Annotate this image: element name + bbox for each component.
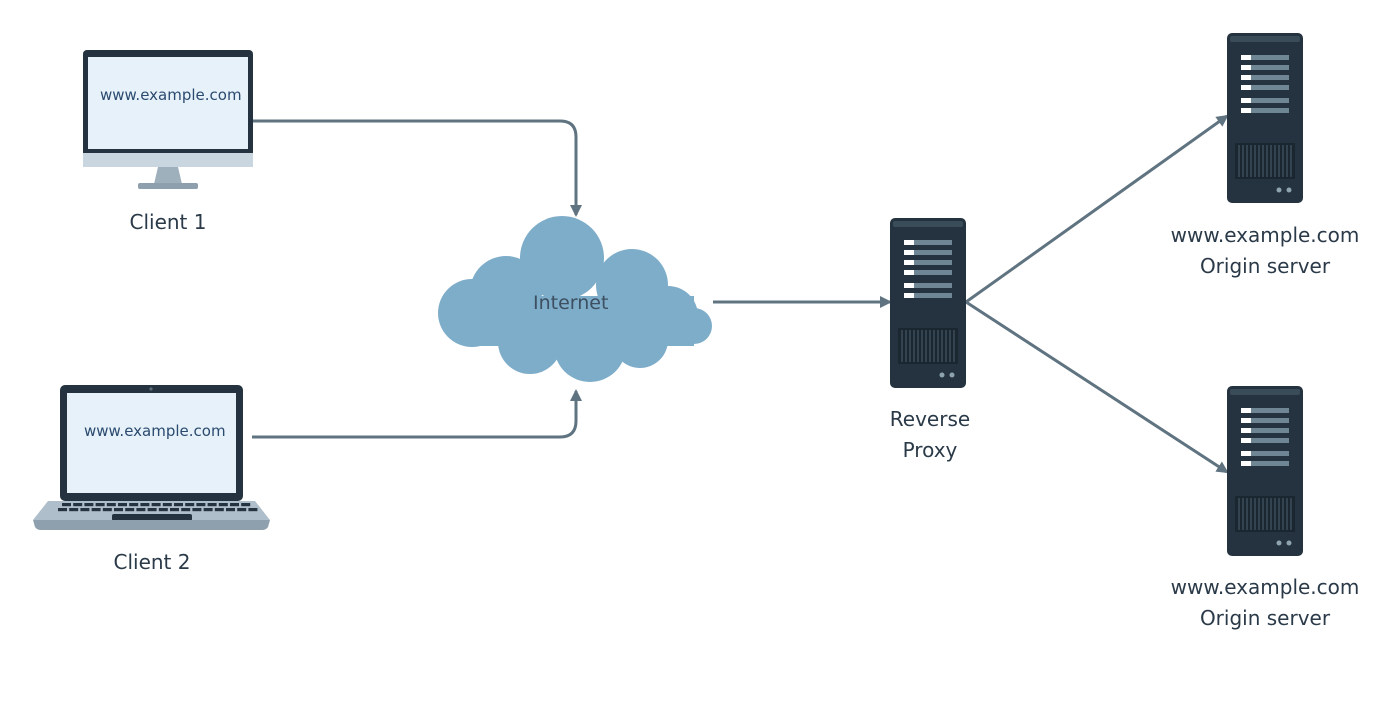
connector-proxy-to-origin1 (965, 114, 1229, 304)
origin-server-2-icon (1226, 385, 1304, 557)
origin-server-1-label-line2: Origin server (1199, 254, 1331, 278)
reverse-proxy-server-icon (889, 217, 967, 389)
keyboard-key (151, 503, 161, 507)
origin-server-2-label: www.example.com Origin server (1135, 572, 1395, 634)
connector-client1-to-internet (253, 119, 582, 217)
keyboard-key (248, 508, 258, 512)
keyboard-key (218, 503, 228, 507)
keyboard-key (118, 503, 127, 507)
keyboard-key (106, 503, 116, 507)
internet-cloud-icon (438, 216, 712, 382)
keyboard-key (162, 503, 172, 507)
origin-server-2-label-line2: Origin server (1199, 606, 1331, 630)
reverse-proxy-label-line2: Proxy (902, 438, 958, 462)
origin-server-2-label-line1: www.example.com (1170, 575, 1360, 599)
keyboard-key (125, 508, 135, 512)
keyboard-key (170, 508, 179, 512)
keyboard-key (147, 508, 157, 512)
keyboard-key (196, 503, 206, 507)
client2-screen-text: www.example.com (84, 422, 226, 440)
keyboard-key (95, 503, 105, 507)
reverse-proxy-label: Reverse Proxy (850, 404, 1010, 466)
keyboard-key (80, 508, 90, 512)
keyboard-key (73, 503, 83, 507)
internet-label: Internet (533, 292, 609, 314)
keyboard-key (102, 508, 112, 512)
client1-screen-text: www.example.com (100, 86, 242, 104)
keyboard-key (114, 508, 123, 512)
connector-client2-to-internet (252, 389, 582, 439)
keyboard-key (192, 508, 202, 512)
origin-server-1-label-line1: www.example.com (1170, 223, 1360, 247)
keyboard-key (62, 503, 71, 507)
reverse-proxy-label-line1: Reverse (889, 407, 971, 431)
keyboard-key (203, 508, 213, 512)
origin-server-1-label: www.example.com Origin server (1135, 220, 1395, 282)
keyboard-key (230, 503, 239, 507)
keyboard-key (214, 508, 224, 512)
keyboard-key (84, 503, 94, 507)
keyboard-key (58, 508, 67, 512)
keyboard-key (237, 508, 247, 512)
laptop-keyboard (58, 503, 258, 512)
keyboard-key (226, 508, 235, 512)
keyboard-key (181, 508, 191, 512)
connector-proxy-to-origin2 (965, 300, 1229, 474)
laptop-icon (33, 385, 270, 530)
keyboard-key (185, 503, 195, 507)
client2-label: Client 2 (113, 550, 191, 574)
keyboard-key (241, 503, 251, 507)
keyboard-key (69, 508, 79, 512)
keyboard-key (207, 503, 217, 507)
keyboard-key (91, 508, 101, 512)
keyboard-key (174, 503, 183, 507)
client1-label: Client 1 (129, 210, 207, 234)
keyboard-key (140, 503, 150, 507)
keyboard-key (129, 503, 139, 507)
desktop-monitor-icon (83, 50, 253, 189)
origin-server-1-icon (1226, 32, 1304, 204)
keyboard-key (136, 508, 146, 512)
keyboard-key (158, 508, 168, 512)
